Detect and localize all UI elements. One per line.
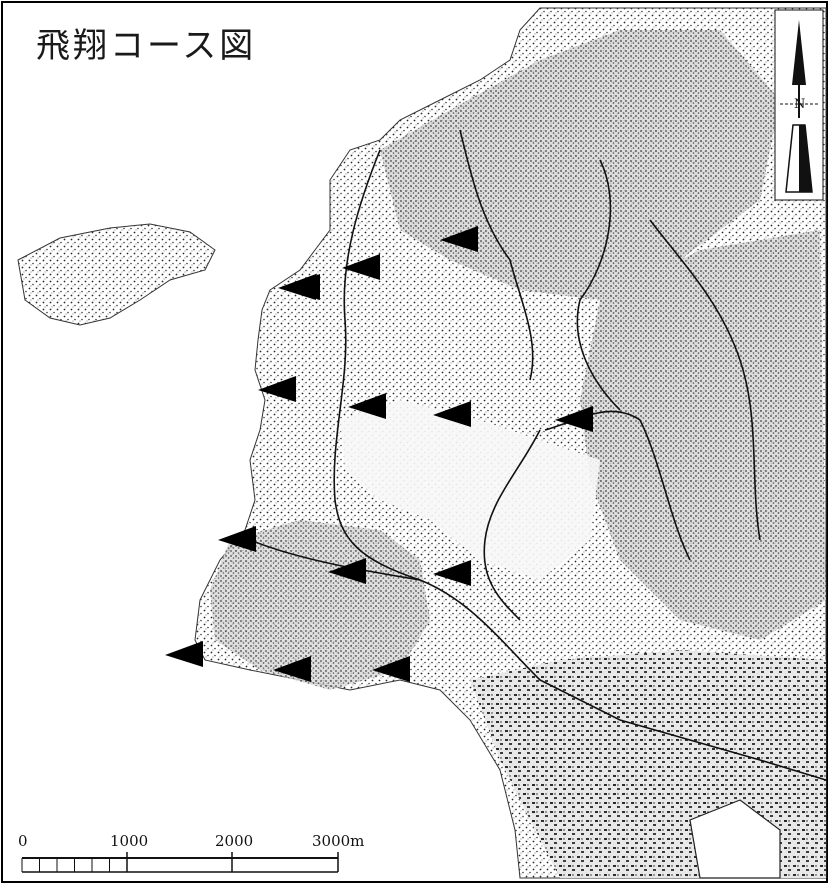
flight-marker-icon: [555, 406, 593, 432]
flight-marker-icon: [273, 656, 311, 682]
flight-marker-icon: [328, 558, 366, 584]
flight-marker-icon: [433, 401, 471, 427]
scale-label-3000: 3000m: [312, 832, 364, 850]
flight-marker-icon: [348, 393, 386, 419]
flight-markers: [165, 226, 593, 682]
north-label: N: [794, 97, 805, 112]
north-arrow-head-icon: [792, 20, 806, 85]
flight-marker-icon: [165, 641, 203, 667]
flight-marker-icon: [282, 274, 320, 300]
flight-marker-icon: [258, 376, 296, 402]
roads: [249, 129, 827, 781]
flight-marker-icon: [342, 254, 380, 280]
flight-marker-icon: [218, 526, 256, 552]
scale-label-2000: 2000: [215, 832, 253, 850]
flight-marker-icon: [433, 560, 471, 586]
hill-shading-east: [580, 230, 826, 640]
island-west: [17, 223, 216, 326]
harbour: [689, 799, 781, 879]
flight-marker-icon: [440, 226, 478, 252]
hill-shading-north: [380, 30, 780, 300]
hill-shading-south: [210, 520, 430, 690]
flight-marker-icon: [372, 656, 410, 682]
valley-area: [340, 400, 600, 580]
scale-bar: 0 1000 2000 3000m: [18, 832, 364, 873]
scale-label-1000: 1000: [110, 832, 148, 850]
map-title: 飛翔コース図: [36, 26, 257, 66]
scale-label-0: 0: [18, 832, 28, 850]
north-arrow: N: [774, 9, 824, 201]
